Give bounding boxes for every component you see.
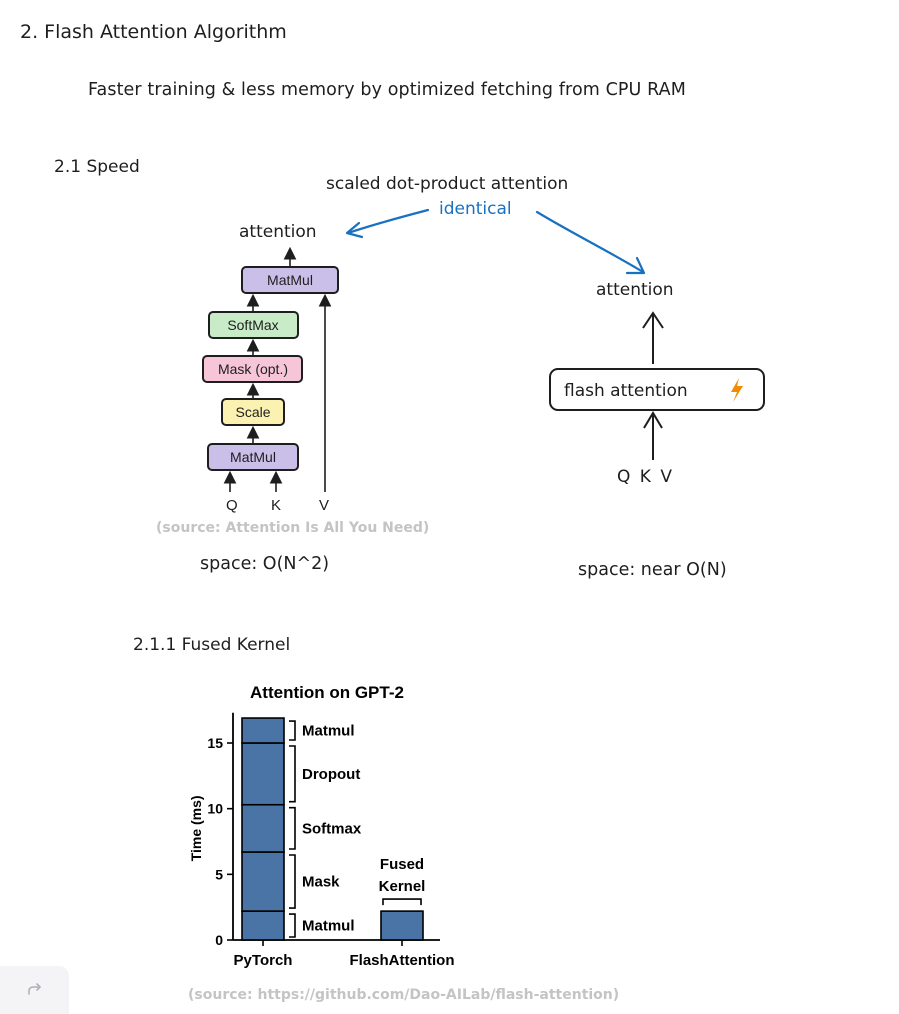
arrow-flash-output [642, 311, 664, 329]
segment-label: Softmax [302, 820, 362, 837]
return-button[interactable] [0, 966, 69, 1014]
bar-segment [241, 742, 285, 806]
left-attention-diagram: MatMul SoftMax Mask (opt.) Scale MatMul … [202, 246, 339, 514]
segment-label: Matmul [302, 918, 355, 935]
segment-bracket [289, 854, 296, 909]
matmul-bottom-label: MatMul [230, 449, 276, 465]
segment-label: Mask [302, 874, 340, 891]
matmul-top-label: MatMul [267, 272, 313, 288]
flash-attention-box [549, 368, 765, 411]
right-space-label: space: near O(N) [578, 560, 727, 580]
left-attention-label: attention [239, 222, 317, 242]
right-qkv-label: Q K V [617, 467, 674, 487]
x-tick-label: FlashAttention [350, 952, 455, 969]
left-source-caption: (source: Attention Is All You Need) [156, 520, 430, 536]
fused-label-line2: Kernel [379, 878, 426, 895]
chart-source-caption: (source: https://github.com/Dao-AILab/fl… [188, 987, 620, 1003]
reply-arrow-icon [27, 983, 41, 995]
identical-arrows [345, 208, 646, 275]
segment-label: Dropout [302, 766, 360, 783]
bar-segment [380, 910, 424, 941]
mask-label: Mask (opt.) [218, 361, 288, 377]
identical-arrow-left [346, 208, 430, 235]
flash-attention-label: flash attention [564, 381, 688, 401]
bar-segment [241, 910, 285, 941]
sdpa-label: scaled dot-product attention [326, 174, 569, 194]
x-tick-label: PyTorch [234, 952, 293, 969]
left-space-label: space: O(N^2) [200, 554, 330, 574]
identical-arrow-right [535, 210, 645, 274]
section-speed-heading: 2.1 Speed [54, 157, 140, 177]
v-label: V [319, 497, 329, 514]
arrow-qkv-input [643, 411, 663, 429]
segment-bracket [289, 806, 296, 850]
chart-title: Attention on GPT-2 [250, 683, 404, 702]
bar-segment [241, 851, 285, 912]
identical-arrow-left-head [345, 221, 364, 239]
segment-bracket [289, 720, 296, 741]
y-tick-label: 5 [215, 866, 223, 882]
softmax-label: SoftMax [227, 317, 278, 333]
segment-bracket [289, 913, 296, 938]
bar-segment [241, 717, 285, 744]
right-flash-diagram: flash attention [549, 311, 765, 460]
identical-arrow-right-head [625, 256, 646, 275]
subtitle: Faster training & less memory by optimiz… [88, 80, 686, 100]
scale-label: Scale [235, 404, 270, 420]
k-label: K [271, 497, 281, 514]
y-axis-label: Time (ms) [188, 795, 204, 861]
lightning-icon [731, 378, 743, 402]
y-tick-label: 15 [207, 735, 223, 751]
bar-segment [241, 803, 285, 853]
segment-label: Matmul [302, 723, 355, 740]
fused-bracket [382, 898, 422, 906]
identical-label: identical [439, 199, 512, 219]
y-tick-label: 10 [207, 801, 223, 817]
fused-label-line1: Fused [380, 856, 424, 873]
segment-bracket [289, 745, 296, 803]
section-fused-heading: 2.1.1 Fused Kernel [133, 635, 291, 655]
right-attention-label: attention [596, 280, 674, 300]
q-label: Q [226, 497, 238, 514]
heading: 2. Flash Attention Algorithm [20, 21, 287, 43]
y-tick-label: 0 [215, 932, 223, 948]
